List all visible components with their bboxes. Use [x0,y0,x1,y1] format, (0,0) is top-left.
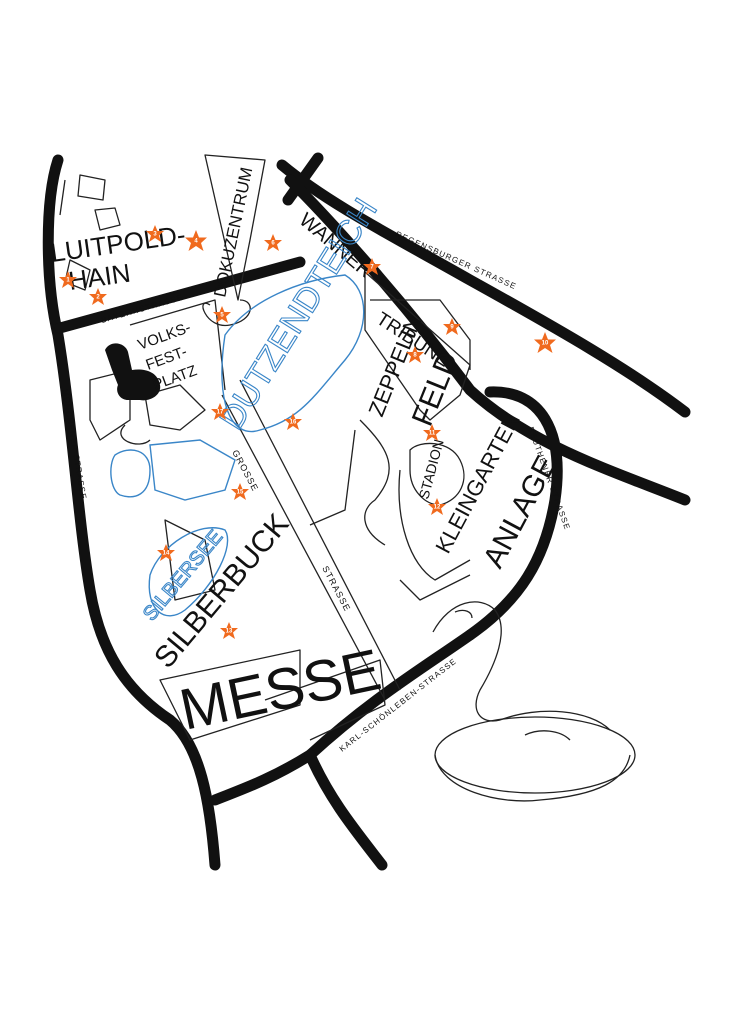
marker-13[interactable]: 13 [220,622,238,639]
road-dokuzentrum-link [282,152,324,206]
dokuzentrum-outline [204,154,266,301]
marker-12[interactable]: 12 [428,498,446,515]
marker-4[interactable]: 4 [185,230,207,251]
marker-14[interactable]: 14 [157,544,175,561]
dutzendteich-lake [221,274,365,433]
svg-text:5: 5 [220,313,224,319]
road-muenchener [42,154,221,871]
silbersee-lake [148,527,229,617]
svg-text:6: 6 [271,241,275,247]
label-messe: MESSE [174,637,386,743]
swan-illustration [432,601,636,802]
dog-illustration [105,343,161,401]
road-karl-schoenleben [209,629,476,806]
road-beuthener [464,386,563,641]
label-stadion: STADION [415,438,446,501]
svg-text:11: 11 [429,431,436,437]
svg-text:17: 17 [217,410,224,416]
svg-text:9: 9 [450,325,454,331]
grosse-strasse-edge-a [221,394,386,701]
roads [42,152,691,871]
svg-text:2: 2 [96,295,100,301]
svg-text:13: 13 [226,629,233,635]
marker-2[interactable]: 2 [89,288,107,305]
svg-text:4: 4 [194,239,198,245]
road-south-spur [304,749,388,871]
markers: 1 2 3 4 5 6 7 8 [59,225,556,639]
marker-16[interactable]: 16 [284,413,302,430]
label-regensburger: REGENSBURGER STRASSE [394,230,518,292]
svg-text:1: 1 [66,278,70,284]
grosse-strasse-edge-b [239,379,401,691]
svg-text:15: 15 [237,490,244,496]
svg-text:3: 3 [153,232,157,238]
label-grosse: GROSSE [230,448,260,493]
road-regensburger-b [284,174,691,506]
svg-text:12: 12 [434,505,441,511]
marker-11[interactable]: 11 [423,424,441,441]
svg-text:7: 7 [370,265,374,271]
svg-text:10: 10 [542,341,549,347]
pond-west [110,449,151,498]
marker-15[interactable]: 15 [231,483,249,500]
marker-17[interactable]: 17 [211,403,229,420]
label-feld: FELD [406,347,465,430]
marker-10[interactable]: 10 [534,332,556,353]
marker-3[interactable]: 3 [146,225,164,242]
water [110,274,365,617]
pond-centre [149,439,236,501]
road-regensburger-a [276,159,691,418]
marker-6[interactable]: 6 [264,234,282,251]
marker-7[interactable]: 7 [363,258,381,275]
svg-text:14: 14 [163,551,170,557]
svg-text:8: 8 [413,353,417,359]
marker-1[interactable]: 1 [59,271,77,288]
marker-8[interactable]: 8 [406,346,424,363]
outlines [59,154,471,741]
road-bayern [54,256,306,334]
marker-5[interactable]: 5 [213,306,231,323]
area-labels: LUITPOLD- HAIN DOKUZENTRUM WANNER VOLKS-… [49,166,564,743]
marker-9[interactable]: 9 [443,318,461,335]
svg-text:16: 16 [290,420,297,426]
